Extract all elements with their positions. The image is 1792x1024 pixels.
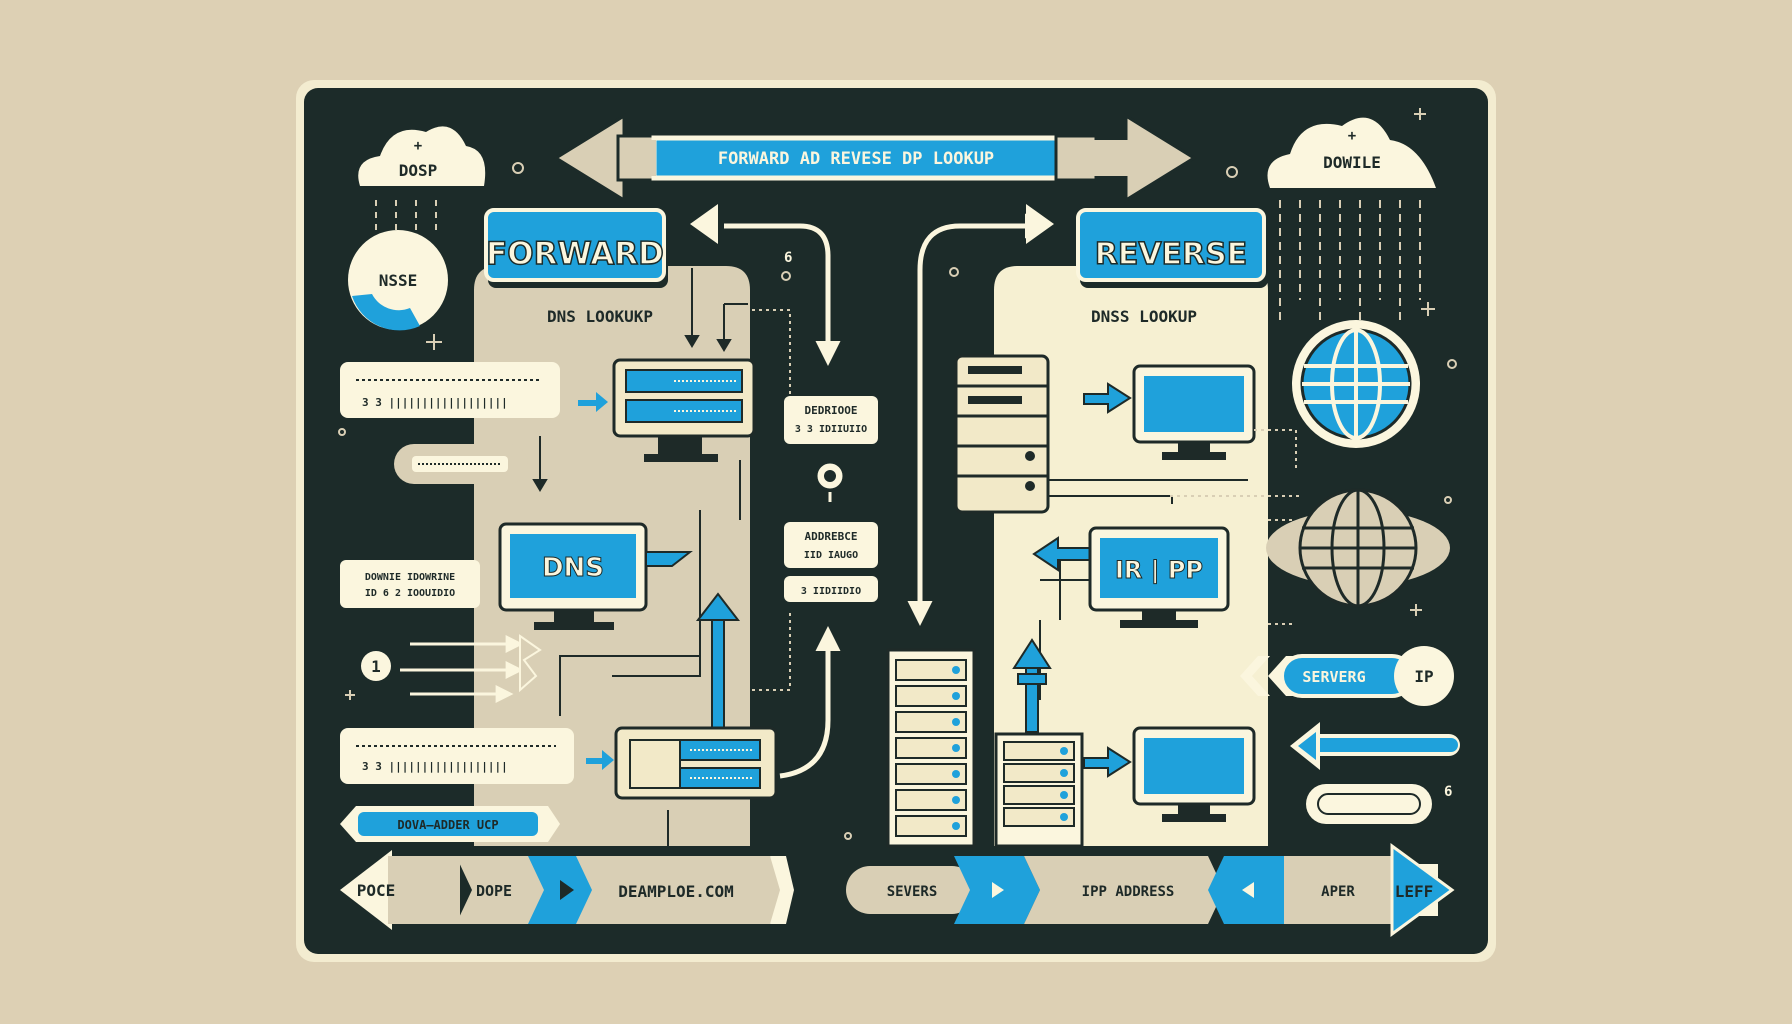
- forward-subtitle: DNS LOOKUKP: [547, 307, 653, 326]
- nsse-label: NSSE: [379, 271, 418, 290]
- cloud-right: DOWILE +: [1267, 117, 1436, 188]
- dns-label: DNS: [542, 553, 604, 583]
- servers-pill-label: SERVERG: [1302, 668, 1365, 686]
- arrowhead-top-left: [690, 204, 718, 244]
- left-box-2-line1: DOWNIE IDOWRINE: [365, 572, 455, 583]
- center-keyhole: [814, 460, 846, 502]
- reverse-subtitle: DNSS LOOKUP: [1091, 307, 1197, 326]
- servers-pill: SERVERG IP: [1240, 646, 1454, 706]
- curved-arrows: [724, 213, 1050, 779]
- left-flag: [519, 634, 542, 693]
- step-number: 1: [371, 657, 381, 676]
- top-banner: FORWARD AD REVESE DP LOOKUP: [553, 113, 1197, 203]
- dns-monitor: DNS: [498, 522, 693, 630]
- bottom-right-bar: SEVERS IPP ADDRESS APER LEFF: [846, 843, 1455, 937]
- svg-text:+: +: [414, 138, 422, 154]
- forward-title: FORWARD: [484, 208, 668, 288]
- ip-monitor-label: IR | PP: [1115, 556, 1203, 584]
- nsse-badge: NSSE: [348, 230, 448, 331]
- forward-server-top: [612, 358, 756, 462]
- reverse-monitor-bottom: [1132, 726, 1256, 822]
- left-box-1: 3 3 ||||||||||||||||||: [340, 362, 608, 418]
- forward-connectors: [559, 460, 741, 846]
- reverse-arrow-3: [1083, 746, 1132, 778]
- left-box-3: 3 3 ||||||||||||||||||: [340, 728, 614, 784]
- bottom-servers-label: SEVERS: [887, 884, 938, 900]
- cloud-right-label: DOWILE: [1323, 153, 1381, 172]
- sparkles: [338, 108, 1457, 840]
- bottom-start-label: POCE: [357, 881, 396, 900]
- reverse-title-text: REVERSE: [1095, 237, 1248, 272]
- center-number-mark: 6: [784, 250, 792, 266]
- center-box-1-line1: DEDRIOOE: [805, 404, 858, 417]
- right-blue-arrow: [1290, 722, 1460, 770]
- cloud-left-label: DOSP: [399, 161, 438, 180]
- left-box-2-line2: ID 6 2 IOOUIDIO: [365, 588, 455, 599]
- center-box-2: ADDREBCE IID IAUGO: [784, 522, 878, 568]
- left-arrows: [400, 635, 524, 703]
- arrowhead-top-right: [1026, 204, 1054, 244]
- forward-arrows-down: [532, 268, 748, 492]
- banner-title: FORWARD AD REVESE DP LOOKUP: [718, 149, 994, 169]
- globe-cream-icon: [1266, 488, 1450, 608]
- forward-dotted-links: [752, 309, 791, 691]
- rain-lines-right: [1279, 200, 1421, 320]
- reverse-dotted-links: [1170, 429, 1300, 625]
- reverse-title: REVERSE: [1076, 208, 1268, 288]
- bottom-domain-label: DEAMPLOE.COM: [618, 882, 734, 901]
- center-box-2-line2: IID IAUGO: [804, 550, 858, 561]
- bottom-aper-label: APER: [1321, 884, 1355, 900]
- step-marker: 1: [361, 651, 391, 681]
- globe-blue-icon: [1292, 320, 1420, 448]
- center-box-3: 3 IIDIIDIO: [784, 576, 878, 602]
- forward-blue-arrow: [695, 592, 741, 737]
- center-box-1: DEDRIOOE 3 3 IDIIUIIO: [784, 396, 878, 444]
- cloud-left: DOSP +: [358, 126, 486, 186]
- left-tag-text: DOVA—ADDER UCP: [397, 818, 498, 832]
- forward-title-text: FORWARD: [486, 236, 664, 272]
- bottom-ip-label: IPP ADDRESS: [1082, 884, 1175, 900]
- left-box-1-text: 3 3 ||||||||||||||||||: [362, 396, 508, 409]
- right-pill: [1306, 784, 1432, 824]
- reverse-arrow-1: [1083, 382, 1132, 414]
- center-box-1-line2: 3 3 IDIIUIIO: [795, 424, 867, 435]
- reverse-blue-up-arrow: [1012, 638, 1052, 733]
- bottom-end-label: LEFF: [1395, 882, 1434, 901]
- right-number-mark: 6: [1444, 784, 1452, 800]
- left-tag: DOVA—ADDER UCP: [340, 806, 560, 842]
- rack-short: [994, 732, 1084, 848]
- reverse-monitor-top: [1132, 364, 1256, 460]
- rain-lines-left: [375, 200, 437, 236]
- center-box-2-line1: ADDREBCE: [805, 530, 858, 543]
- ip-monitor: IR | PP: [1088, 526, 1230, 628]
- rack-tall: [886, 648, 976, 848]
- bottom-dope-label: DOPE: [476, 882, 512, 900]
- left-pill: [394, 444, 528, 484]
- forward-server-bottom: [614, 726, 778, 800]
- reverse-server-tower: [954, 354, 1050, 514]
- left-box-2: DOWNIE IDOWRINE ID 6 2 IOOUIDIO: [340, 560, 480, 608]
- left-box-3-text: 3 3 ||||||||||||||||||: [362, 760, 508, 773]
- ip-badge-label: IP: [1414, 667, 1433, 686]
- bottom-left-bar: POCE DOPE DEAMPLOE.COM: [340, 850, 794, 930]
- center-box-3-text: 3 IIDIIDIO: [801, 586, 861, 597]
- svg-text:+: +: [1348, 128, 1356, 144]
